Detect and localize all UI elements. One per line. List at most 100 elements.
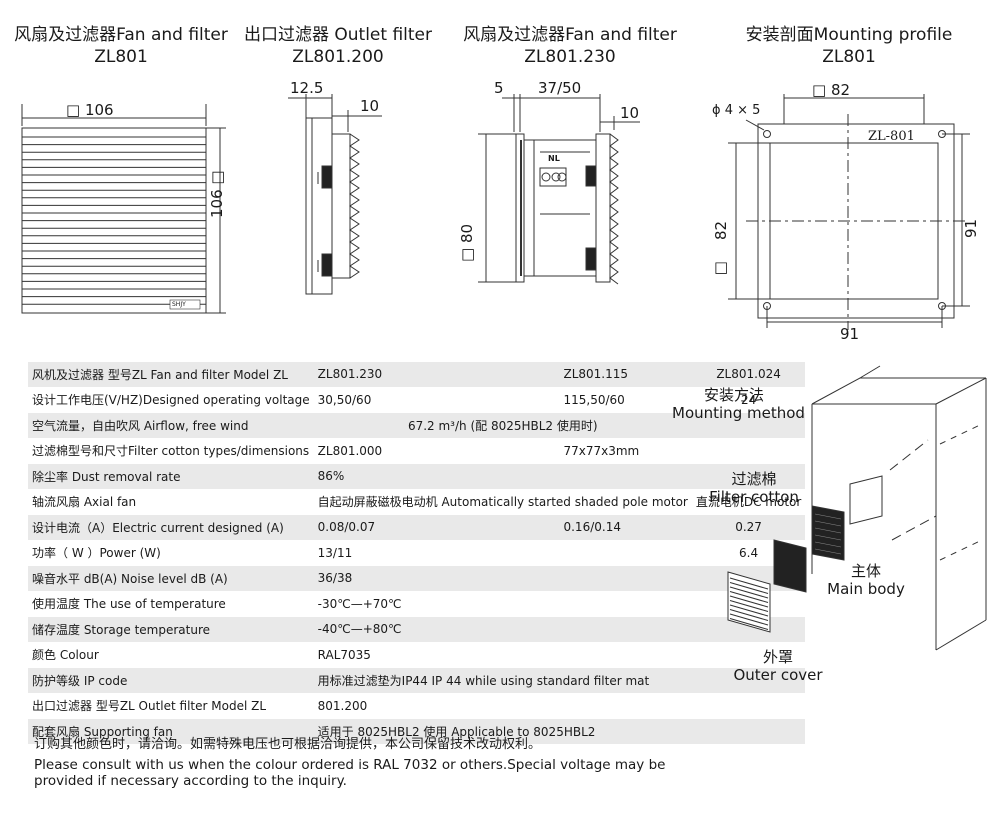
cotton-line <box>814 541 842 548</box>
spec-label: 出口过滤器 型号ZL Outlet filter Model ZL <box>28 693 314 719</box>
spec-value: 36/38 <box>313 565 806 592</box>
header-fan-filter: 风扇及过滤器Fan and filter ZL801 <box>6 24 236 68</box>
spec-value: 86% <box>313 463 806 490</box>
spec-row: 设计电流（A）Electric current designed (A)0.08… <box>28 514 806 541</box>
fan2-flange-dim: 10 <box>620 104 640 122</box>
spec-row: 使用温度 The use of temperature-30℃—+70℃ <box>28 591 806 617</box>
spec-label: 轴流风扇 Axial fan <box>28 489 314 515</box>
cover-stripe <box>729 591 769 603</box>
mp-left-square: □ <box>714 258 729 276</box>
spec-value-alt: ZL801.115 <box>559 362 692 388</box>
header-fan-filter-title: 风扇及过滤器Fan and filter <box>14 25 228 45</box>
fan-tag-label: SHJY <box>172 301 186 308</box>
spec-label: 防护等级 IP code <box>28 667 314 694</box>
cotton-line <box>814 534 842 541</box>
note-cn: 订购其他颜色时，请洽询。如需特殊电压也可根据洽询提供，本公司保留技术改动权利。 <box>34 737 542 752</box>
cover-stripe <box>729 582 769 594</box>
spec-value: 自起动屏蔽磁极电动机 Automatically started shaded … <box>313 489 692 515</box>
spec-label: 噪音水平 dB(A) Noise level dB (A) <box>28 565 314 592</box>
header-mounting-profile-model: ZL801 <box>822 47 876 67</box>
spec-label: 过滤棉型号和尺寸Filter cotton types/dimensions <box>28 438 314 464</box>
fan-width-dim: □ 106 <box>66 101 114 119</box>
mounting-method-label: 安装方法 Mounting method <box>672 386 805 422</box>
spec-value: 0.08/0.07 <box>313 514 560 541</box>
spec-label: 功率（ W ）Power (W) <box>28 540 314 566</box>
cotton-line <box>814 548 842 555</box>
spec-label: 除尘率 Dust removal rate <box>28 463 314 490</box>
spec-value: -30℃—+70℃ <box>313 591 806 617</box>
main-body-cn: 主体 <box>850 562 881 580</box>
outer-cover-label: 外罩 Outer cover <box>728 648 828 684</box>
spec-value-dc: 0.27 <box>691 514 806 541</box>
outer-cover-en: Outer cover <box>733 666 823 684</box>
filter-cotton-cn: 过滤棉 <box>731 470 777 488</box>
cover-stripe <box>729 609 769 621</box>
cover-stripe <box>729 577 769 590</box>
spec-label: 设计工作电压(V/HZ)Designed operating voltage <box>28 387 314 413</box>
spec-row: 噪音水平 dB(A) Noise level dB (A)36/38 <box>28 565 806 592</box>
mp-bottom-dim: 91 <box>840 325 860 343</box>
spec-value: 用标准过滤垫为IP44 IP 44 while using standard f… <box>313 667 806 694</box>
spec-label: 使用温度 The use of temperature <box>28 591 314 617</box>
mp-holes-dim: ϕ 4 × 5 <box>712 103 761 118</box>
header-fan-filter-model: ZL801 <box>94 47 148 67</box>
header-mounting-profile: 安装剖面Mounting profile ZL801 <box>738 24 960 68</box>
outer-cover-cn: 外罩 <box>762 648 793 666</box>
spec-value-dc: 24 <box>691 387 806 413</box>
spec-value: 13/11 <box>313 540 692 566</box>
header-outlet-filter-model: ZL801.200 <box>292 47 384 67</box>
cover-stripe <box>729 613 769 626</box>
header-fan-filter-2-title: 风扇及过滤器Fan and filter <box>463 25 677 45</box>
spec-label: 风机及过滤器 型号ZL Fan and filter Model ZL <box>28 362 314 388</box>
mounting-method-cn: 安装方法 <box>703 386 764 404</box>
cotton-line <box>814 520 842 527</box>
header-mounting-profile-title: 安装剖面Mounting profile <box>745 25 953 45</box>
cover-stripe <box>729 618 769 630</box>
spec-value: 30,50/60 <box>313 387 560 413</box>
spec-value-dc: ZL801.024 <box>691 362 806 388</box>
fan2-nl-label: NL <box>548 154 560 163</box>
spec-label: 颜色 Colour <box>28 642 314 668</box>
spec-value-alt: 77x77x3mm <box>559 438 692 464</box>
fan2-depth-dim: 37/50 <box>538 79 582 97</box>
cover-stripe <box>729 600 769 612</box>
filter-cotton-en: Filter cotton <box>709 488 799 506</box>
header-fan-filter-2-model: ZL801.230 <box>524 47 616 67</box>
filter-cotton-label: 过滤棉 Filter cotton <box>704 470 804 506</box>
spec-value: ZL801.230 <box>313 362 560 388</box>
spec-value: -40℃—+80℃ <box>313 616 806 643</box>
spec-value-alt <box>691 412 806 439</box>
spec-value: 适用于 8025HBL2 使用 Applicable to 8025HBL2 <box>313 718 806 745</box>
mounting-method-en: Mounting method <box>672 404 805 422</box>
fan2-front-dim: 5 <box>494 79 504 97</box>
spec-value-dc <box>691 438 806 464</box>
header-outlet-filter-title: 出口过滤器 Outlet filter <box>243 25 433 45</box>
spec-value-alt: 115,50/60 <box>559 387 692 413</box>
spec-label: 储存温度 Storage temperature <box>28 616 314 643</box>
mp-cutout-dim: □ 82 <box>812 81 851 99</box>
main-body-en: Main body <box>827 580 905 598</box>
outlet-depth-dim: 12.5 <box>290 79 324 97</box>
note-en: Please consult with us when the colour o… <box>34 757 666 789</box>
spec-row: 储存温度 Storage temperature-40℃—+80℃ <box>28 616 806 643</box>
spec-label: 设计电流（A）Electric current designed (A) <box>28 514 314 541</box>
cotton-line <box>814 513 842 520</box>
spec-value: 801.200 <box>313 693 806 719</box>
cover-stripe <box>729 595 769 608</box>
main-body-label: 主体 Main body <box>820 562 912 598</box>
spec-value: 67.2 m³/h (配 8025HBL2 使用时) <box>313 412 692 439</box>
cover-stripe <box>729 604 769 617</box>
spec-value: ZL801.000 <box>313 438 560 464</box>
spec-value-dc: 直流电机DC motor <box>691 489 806 515</box>
outlet-flange-dim: 10 <box>360 97 380 115</box>
